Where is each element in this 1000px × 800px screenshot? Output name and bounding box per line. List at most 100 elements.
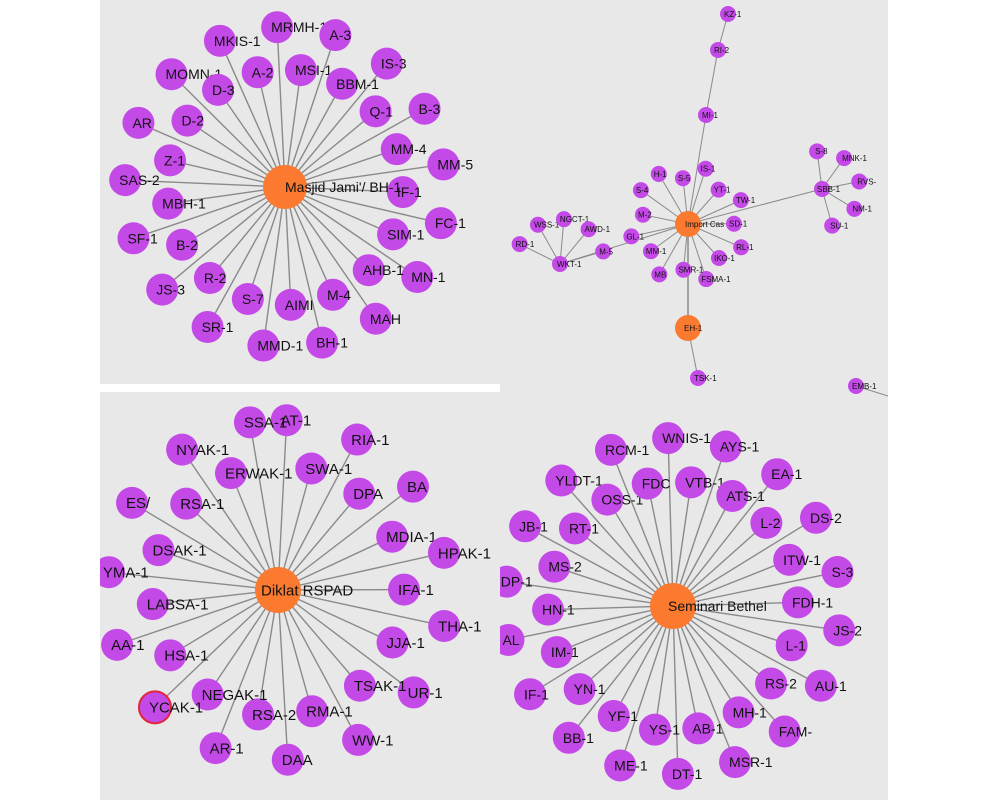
node-fdc[interactable] [631, 467, 664, 500]
node-wkt-1[interactable] [552, 256, 568, 272]
node-im-1[interactable] [540, 636, 573, 669]
node-sim-1[interactable] [377, 218, 410, 251]
node-ngct-1[interactable] [555, 211, 572, 228]
node-ea-1[interactable] [761, 458, 794, 491]
node-import-cas[interactable] [675, 211, 701, 237]
node-su-1[interactable] [824, 217, 841, 234]
node-swa-1[interactable] [295, 452, 328, 485]
node-tsk-1[interactable] [690, 370, 706, 386]
node-diklat-rspad[interactable] [255, 567, 301, 613]
node-tha-1[interactable] [428, 609, 461, 642]
node-at-1[interactable] [270, 404, 303, 437]
node-masjid-jami-bh-1[interactable] [263, 165, 307, 209]
node-mm-5[interactable] [427, 148, 460, 181]
node-mah[interactable] [359, 302, 392, 335]
node-rs-2[interactable] [755, 667, 788, 700]
node-mn-1[interactable] [401, 261, 434, 294]
node-js-2[interactable] [823, 614, 856, 647]
node-emb-1[interactable] [848, 378, 864, 394]
node-rsa-2[interactable] [242, 698, 275, 731]
node-mm-4[interactable] [380, 133, 413, 166]
node-negak-1[interactable] [191, 678, 224, 711]
node-ab-1[interactable] [682, 712, 715, 745]
node-ur-1[interactable] [397, 676, 430, 709]
node-mb[interactable] [651, 266, 668, 283]
node-mh-1[interactable] [722, 696, 755, 729]
node-fc-1[interactable] [424, 207, 457, 240]
node-ds-2[interactable] [799, 501, 832, 534]
node-is-1[interactable] [697, 160, 714, 177]
node-ycak-1[interactable] [137, 690, 172, 725]
node-es[interactable] [116, 486, 149, 519]
node-rl-1[interactable] [733, 239, 750, 256]
node-ar-1[interactable] [199, 732, 232, 765]
node-jja-1[interactable] [376, 626, 409, 659]
node-awd-1[interactable] [580, 221, 597, 238]
node-gl-1[interactable] [623, 228, 640, 245]
node-dpa[interactable] [343, 477, 376, 510]
node-rd-1[interactable] [511, 236, 528, 253]
node-tw-1[interactable] [732, 192, 749, 209]
node-momn-1[interactable] [155, 58, 188, 91]
node-if-1[interactable] [514, 678, 547, 711]
node-l-2[interactable] [750, 506, 783, 539]
node-js-3[interactable] [146, 273, 179, 306]
node-wss-1[interactable] [529, 216, 546, 233]
node-mrmh-1[interactable] [261, 11, 294, 44]
node-ys-1[interactable] [638, 713, 671, 746]
node-yldt-1[interactable] [545, 464, 578, 497]
node-dt-1[interactable] [661, 757, 694, 790]
node-rt-1[interactable] [558, 512, 591, 545]
node-mbh-1[interactable] [152, 187, 185, 220]
node-nm-1[interactable] [846, 200, 863, 217]
node-mdia-1[interactable] [376, 520, 409, 553]
node-fam[interactable] [768, 715, 801, 748]
node-s-8[interactable] [809, 143, 826, 160]
node-bb-1[interactable] [552, 721, 585, 754]
node-yma-1[interactable] [100, 556, 125, 589]
node-bh-1[interactable] [306, 326, 339, 359]
node-ahb-1[interactable] [352, 254, 385, 287]
node-a-3[interactable] [319, 19, 352, 52]
node-vtb-1[interactable] [675, 466, 708, 499]
node-sf-1[interactable] [117, 222, 150, 255]
node-ri-2[interactable] [710, 42, 726, 58]
node-me-1[interactable] [604, 749, 637, 782]
node-bbm-1[interactable] [326, 67, 359, 100]
node-is-3[interactable] [370, 47, 403, 80]
node-q-1[interactable] [359, 95, 392, 128]
node-msr-1[interactable] [719, 746, 752, 779]
node-hpak-1[interactable] [427, 536, 460, 569]
node-m-4[interactable] [316, 278, 349, 311]
node-eh-1[interactable] [675, 315, 701, 341]
node-ba[interactable] [396, 470, 429, 503]
node-r-2[interactable] [193, 262, 226, 295]
node-ifa-1[interactable] [387, 573, 420, 606]
node-h-1[interactable] [650, 165, 667, 182]
node-ays-1[interactable] [709, 430, 742, 463]
node-d-3[interactable] [202, 73, 235, 106]
node-s-4[interactable] [632, 182, 649, 199]
node-sas-2[interactable] [109, 164, 142, 197]
node-rsa-1[interactable] [170, 487, 203, 520]
node-m-2[interactable] [634, 206, 651, 223]
node-daa[interactable] [271, 743, 304, 776]
node-mi-1[interactable] [698, 107, 714, 123]
node-aa-1[interactable] [101, 628, 134, 661]
node-a-2[interactable] [241, 56, 274, 89]
node-rma-1[interactable] [296, 695, 329, 728]
node-aimi[interactable] [274, 288, 307, 321]
node-fdh-1[interactable] [781, 586, 814, 619]
node-labsa-1[interactable] [136, 588, 169, 621]
node-z-1[interactable] [154, 144, 187, 177]
node-sr-1[interactable] [191, 311, 224, 344]
node-iko-1[interactable] [710, 250, 727, 267]
node-l-1[interactable] [775, 629, 808, 662]
node-dsak-1[interactable] [142, 534, 175, 567]
node-ww-1[interactable] [342, 723, 375, 756]
node-ms-2[interactable] [538, 550, 571, 583]
node-s-3[interactable] [821, 556, 854, 589]
node-smr-1[interactable] [675, 261, 692, 278]
node-s-7[interactable] [231, 282, 264, 315]
node-rcm-1[interactable] [594, 433, 627, 466]
